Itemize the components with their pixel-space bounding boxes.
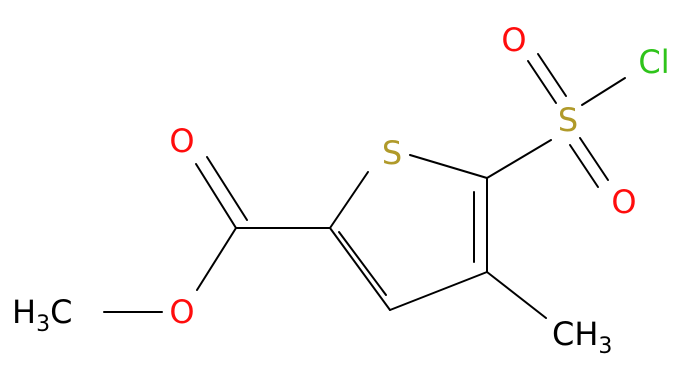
ring-methyl-subscript: 3 bbox=[598, 334, 612, 359]
bond-s-o-top-b bbox=[537, 53, 567, 97]
ester-methyl-subscript: 3 bbox=[36, 312, 50, 337]
ester-methyl-h: H bbox=[12, 293, 36, 331]
bond-s-o-bottom-a bbox=[569, 144, 599, 188]
ester-methyl-c: C bbox=[50, 293, 72, 331]
bond-carbonyl-double-b bbox=[206, 156, 248, 221]
sulfonyl-oxygen-top-label: O bbox=[501, 21, 526, 59]
sulfonyl-oxygen-bottom-label: O bbox=[611, 183, 636, 221]
sulfonyl-sulfur-label: S bbox=[558, 101, 578, 139]
chlorine-label: Cl bbox=[638, 43, 669, 81]
bond-s-c2 bbox=[409, 154, 488, 179]
bond-s-o-bottom-b bbox=[579, 137, 609, 181]
bond-carbonyl-double-a bbox=[195, 163, 237, 229]
bond-s-o-top-a bbox=[527, 60, 557, 104]
atom-labels: S S Cl O O O O H3C CH3 bbox=[12, 21, 670, 359]
ester-oxygen-label: O bbox=[169, 293, 194, 331]
bond-c3-methyl bbox=[486, 271, 547, 319]
ring-methyl-ch: CH bbox=[552, 315, 598, 353]
bond-ccarbonyl-oester bbox=[196, 227, 237, 291]
bond-c3-c4 bbox=[389, 271, 488, 311]
ring-sulfur-label: S bbox=[382, 134, 402, 172]
bond-c4-c5 bbox=[329, 227, 391, 311]
ester-methyl-label: H3C bbox=[12, 293, 72, 337]
bonds bbox=[103, 53, 626, 319]
bond-ssulfonyl-cl bbox=[581, 77, 626, 106]
bond-c4-c5-inner bbox=[338, 231, 387, 296]
carbonyl-oxygen-label: O bbox=[169, 122, 194, 160]
bond-s-c5 bbox=[329, 171, 369, 229]
ring-methyl-label: CH3 bbox=[552, 315, 612, 359]
bond-c2-ssulfonyl bbox=[486, 139, 552, 179]
